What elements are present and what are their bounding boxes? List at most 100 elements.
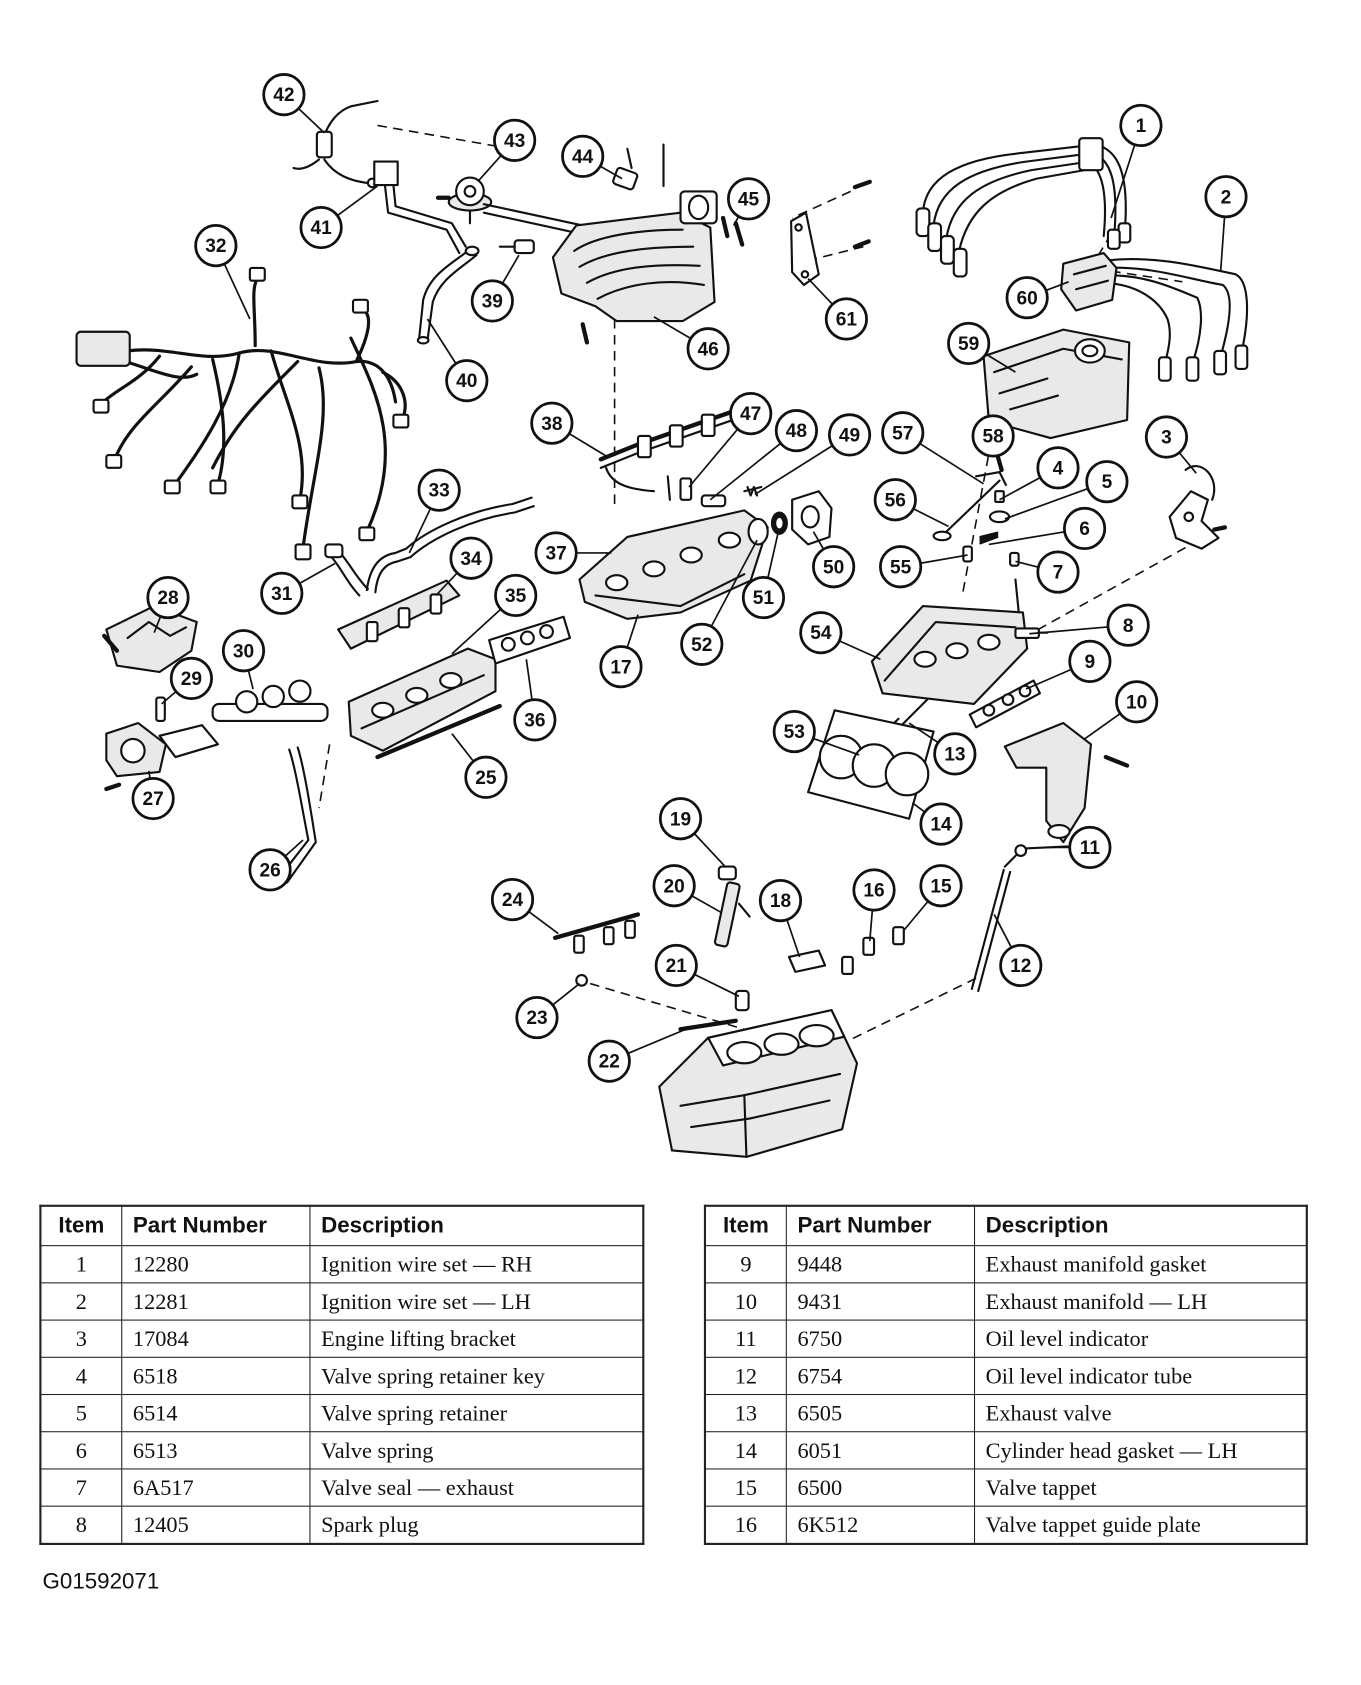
table-cell-part-number: 12405 xyxy=(121,1505,311,1545)
callout-46: 46 xyxy=(653,316,730,371)
thermostat xyxy=(770,511,788,535)
head-gasket-strip xyxy=(678,1018,738,1032)
callout-circle xyxy=(146,575,190,620)
callout-circle xyxy=(470,279,514,323)
callout-28: 28 xyxy=(146,575,190,633)
column-header-description: Description xyxy=(973,1205,1308,1247)
callout-number: 17 xyxy=(610,657,631,678)
callout-leader-line xyxy=(912,508,949,528)
table-cell-part-number: 6K512 xyxy=(785,1505,976,1545)
callout-leader-line xyxy=(985,353,1016,373)
callout-number: 19 xyxy=(670,809,691,830)
table-cell-item: 3 xyxy=(39,1319,123,1358)
pcv-hose xyxy=(324,543,369,597)
callout-circle xyxy=(1036,550,1080,594)
table-cell-description: Exhaust valve xyxy=(973,1393,1308,1433)
callout-number: 23 xyxy=(526,1008,547,1029)
fuel-rail-rh xyxy=(598,408,738,493)
callout-leader-line xyxy=(993,914,1013,948)
callout-circle xyxy=(1068,639,1112,683)
valve-spring-retainer xyxy=(988,510,1011,524)
callout-leader-line xyxy=(868,910,874,942)
thermostat-gasket xyxy=(747,517,769,546)
callout-circle xyxy=(464,755,508,799)
exhaust-manifold-rh xyxy=(1003,721,1130,844)
callout-circle xyxy=(493,118,537,162)
callout-leader-line xyxy=(161,690,177,705)
callout-number: 53 xyxy=(784,722,805,743)
table-cell-description: Engine lifting bracket xyxy=(309,1319,644,1358)
callout-14: 14 xyxy=(911,802,963,846)
fuel-rail-lh xyxy=(337,579,461,650)
column-header-part-number: Part Number xyxy=(121,1205,311,1247)
callout-3: 3 xyxy=(1144,415,1197,474)
callout-circle xyxy=(599,645,643,689)
callout-leader-line xyxy=(911,802,926,813)
table-cell-item: 16 xyxy=(704,1505,787,1545)
callout-52: 52 xyxy=(680,539,758,666)
callout-number: 6 xyxy=(1079,519,1090,540)
table-cell-description: Valve spring retainer key xyxy=(309,1356,644,1396)
table-cell-item: 7 xyxy=(39,1468,123,1507)
fuel-injector-cap xyxy=(717,865,737,881)
callout-number: 3 xyxy=(1161,428,1172,449)
callout-number: 45 xyxy=(738,189,760,210)
table-cell-part-number: 6513 xyxy=(121,1431,311,1470)
egr-tube-assembly xyxy=(373,160,480,345)
callout-leader-line xyxy=(336,185,378,217)
callout-circle xyxy=(827,413,872,457)
table-cell-description: Ignition wire set — LH xyxy=(309,1282,644,1321)
fuel-rail-lower xyxy=(552,912,641,954)
callout-leader-line xyxy=(247,670,254,690)
table-cell-description: Cylinder head gasket — LH xyxy=(973,1431,1308,1470)
map-sensor xyxy=(612,143,665,191)
callout-leader-line xyxy=(694,973,740,998)
callout-number: 46 xyxy=(698,339,719,360)
table-cell-part-number: 6518 xyxy=(121,1356,311,1396)
callout-40: 40 xyxy=(426,318,489,403)
callout-number: 58 xyxy=(982,427,1004,448)
valve-spring-retainer-key xyxy=(994,490,1005,503)
callout-number: 30 xyxy=(233,641,254,662)
engine-block xyxy=(658,1009,859,1158)
callout-number: 39 xyxy=(482,291,503,312)
engine-lifting-bracket xyxy=(1168,465,1228,550)
callout-circle xyxy=(812,545,856,589)
callout-50: 50 xyxy=(812,531,856,589)
callout-leader-line xyxy=(920,554,968,565)
table-cell-item: 11 xyxy=(704,1319,787,1358)
callout-number: 10 xyxy=(1126,692,1147,713)
callout-39: 39 xyxy=(470,254,520,323)
callout-number: 31 xyxy=(271,584,293,605)
callout-leader-line xyxy=(552,982,581,1006)
callout-circle xyxy=(772,709,816,754)
callout-number: 60 xyxy=(1017,288,1038,309)
table-cell-description: Exhaust manifold — LH xyxy=(973,1282,1308,1321)
callout-circle xyxy=(680,622,724,666)
callout-leader-line xyxy=(754,444,833,496)
callout-leader-line xyxy=(408,508,432,554)
table-cell-part-number: 17084 xyxy=(121,1319,311,1358)
callout-leader-line xyxy=(653,316,692,340)
callout-number: 61 xyxy=(836,310,858,331)
callout-number: 59 xyxy=(958,334,979,355)
callout-circle xyxy=(873,478,917,522)
lower-intake-manifold xyxy=(578,509,769,620)
callout-17: 17 xyxy=(599,614,643,689)
callout-57: 57 xyxy=(881,411,985,485)
callout-leader-line xyxy=(435,572,458,597)
table-cell-part-number: 12281 xyxy=(121,1282,311,1321)
callout-number: 34 xyxy=(460,549,482,570)
callout-7: 7 xyxy=(1015,550,1080,594)
callout-number: 25 xyxy=(475,768,497,789)
sensor-with-wire xyxy=(292,99,379,189)
callout-55: 55 xyxy=(879,545,968,589)
callout-leader-line xyxy=(627,1028,687,1055)
callout-number: 43 xyxy=(504,131,525,152)
callout-circle xyxy=(417,468,461,512)
crankcase-vent-tube xyxy=(365,496,535,594)
